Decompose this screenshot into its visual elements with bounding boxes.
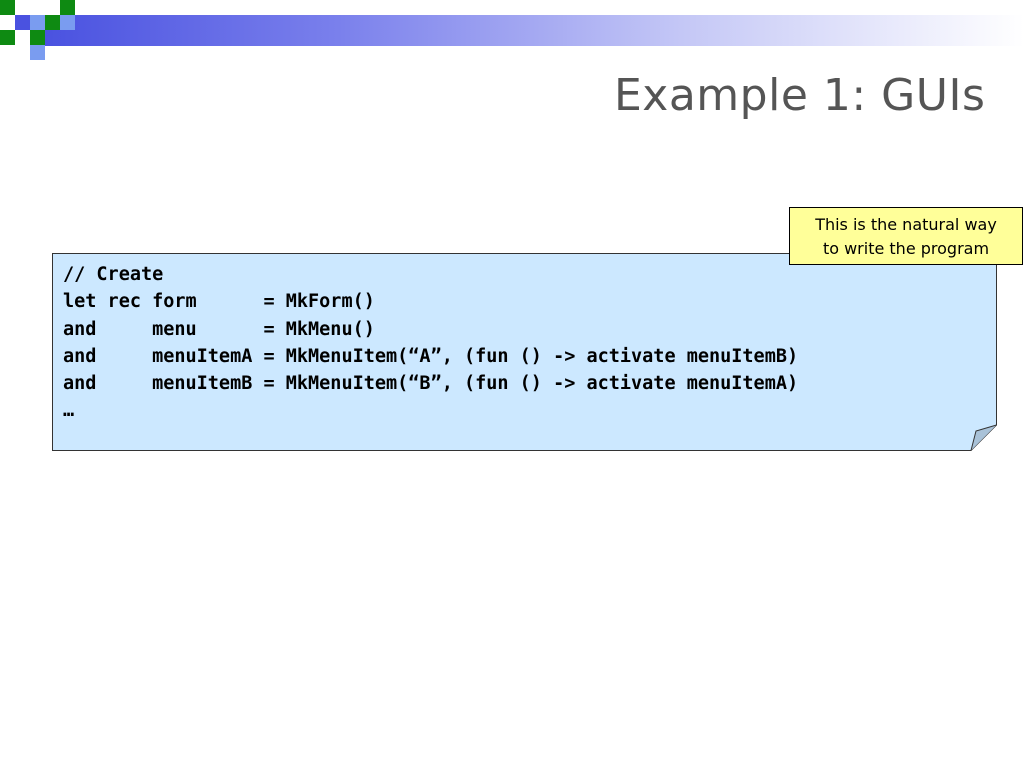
checker-square xyxy=(60,0,75,15)
code-line: … xyxy=(63,400,75,422)
code-line: and menuItemA = MkMenuItem(“A”, (fun () … xyxy=(63,345,799,367)
checker-square xyxy=(0,30,15,45)
callout-note: This is the natural way to write the pro… xyxy=(789,207,1023,265)
checker-square xyxy=(60,15,75,30)
code-line: // Create xyxy=(63,264,164,285)
checker-square xyxy=(30,30,45,45)
code-block: // Create let rec form = MkForm() and menu… xyxy=(63,261,798,425)
checker-square xyxy=(30,15,45,30)
folded-corner xyxy=(970,424,997,451)
code-line: let rec form = MkForm() xyxy=(63,291,375,313)
callout-text-line: to write the program xyxy=(822,239,990,258)
code-line: and menuItemB = MkMenuItem(“B”, (fun () … xyxy=(63,373,799,395)
checker-square xyxy=(45,15,60,30)
callout-text-line: This is the natural way xyxy=(815,215,997,234)
checker-square xyxy=(15,15,30,30)
checker-square xyxy=(45,0,60,15)
checker-square xyxy=(0,0,15,15)
slide-title: Example 1: GUIs xyxy=(614,70,986,121)
title-banner-bar xyxy=(44,15,1024,46)
code-line: and menu = MkMenu() xyxy=(63,318,375,340)
checker-square xyxy=(30,45,45,60)
